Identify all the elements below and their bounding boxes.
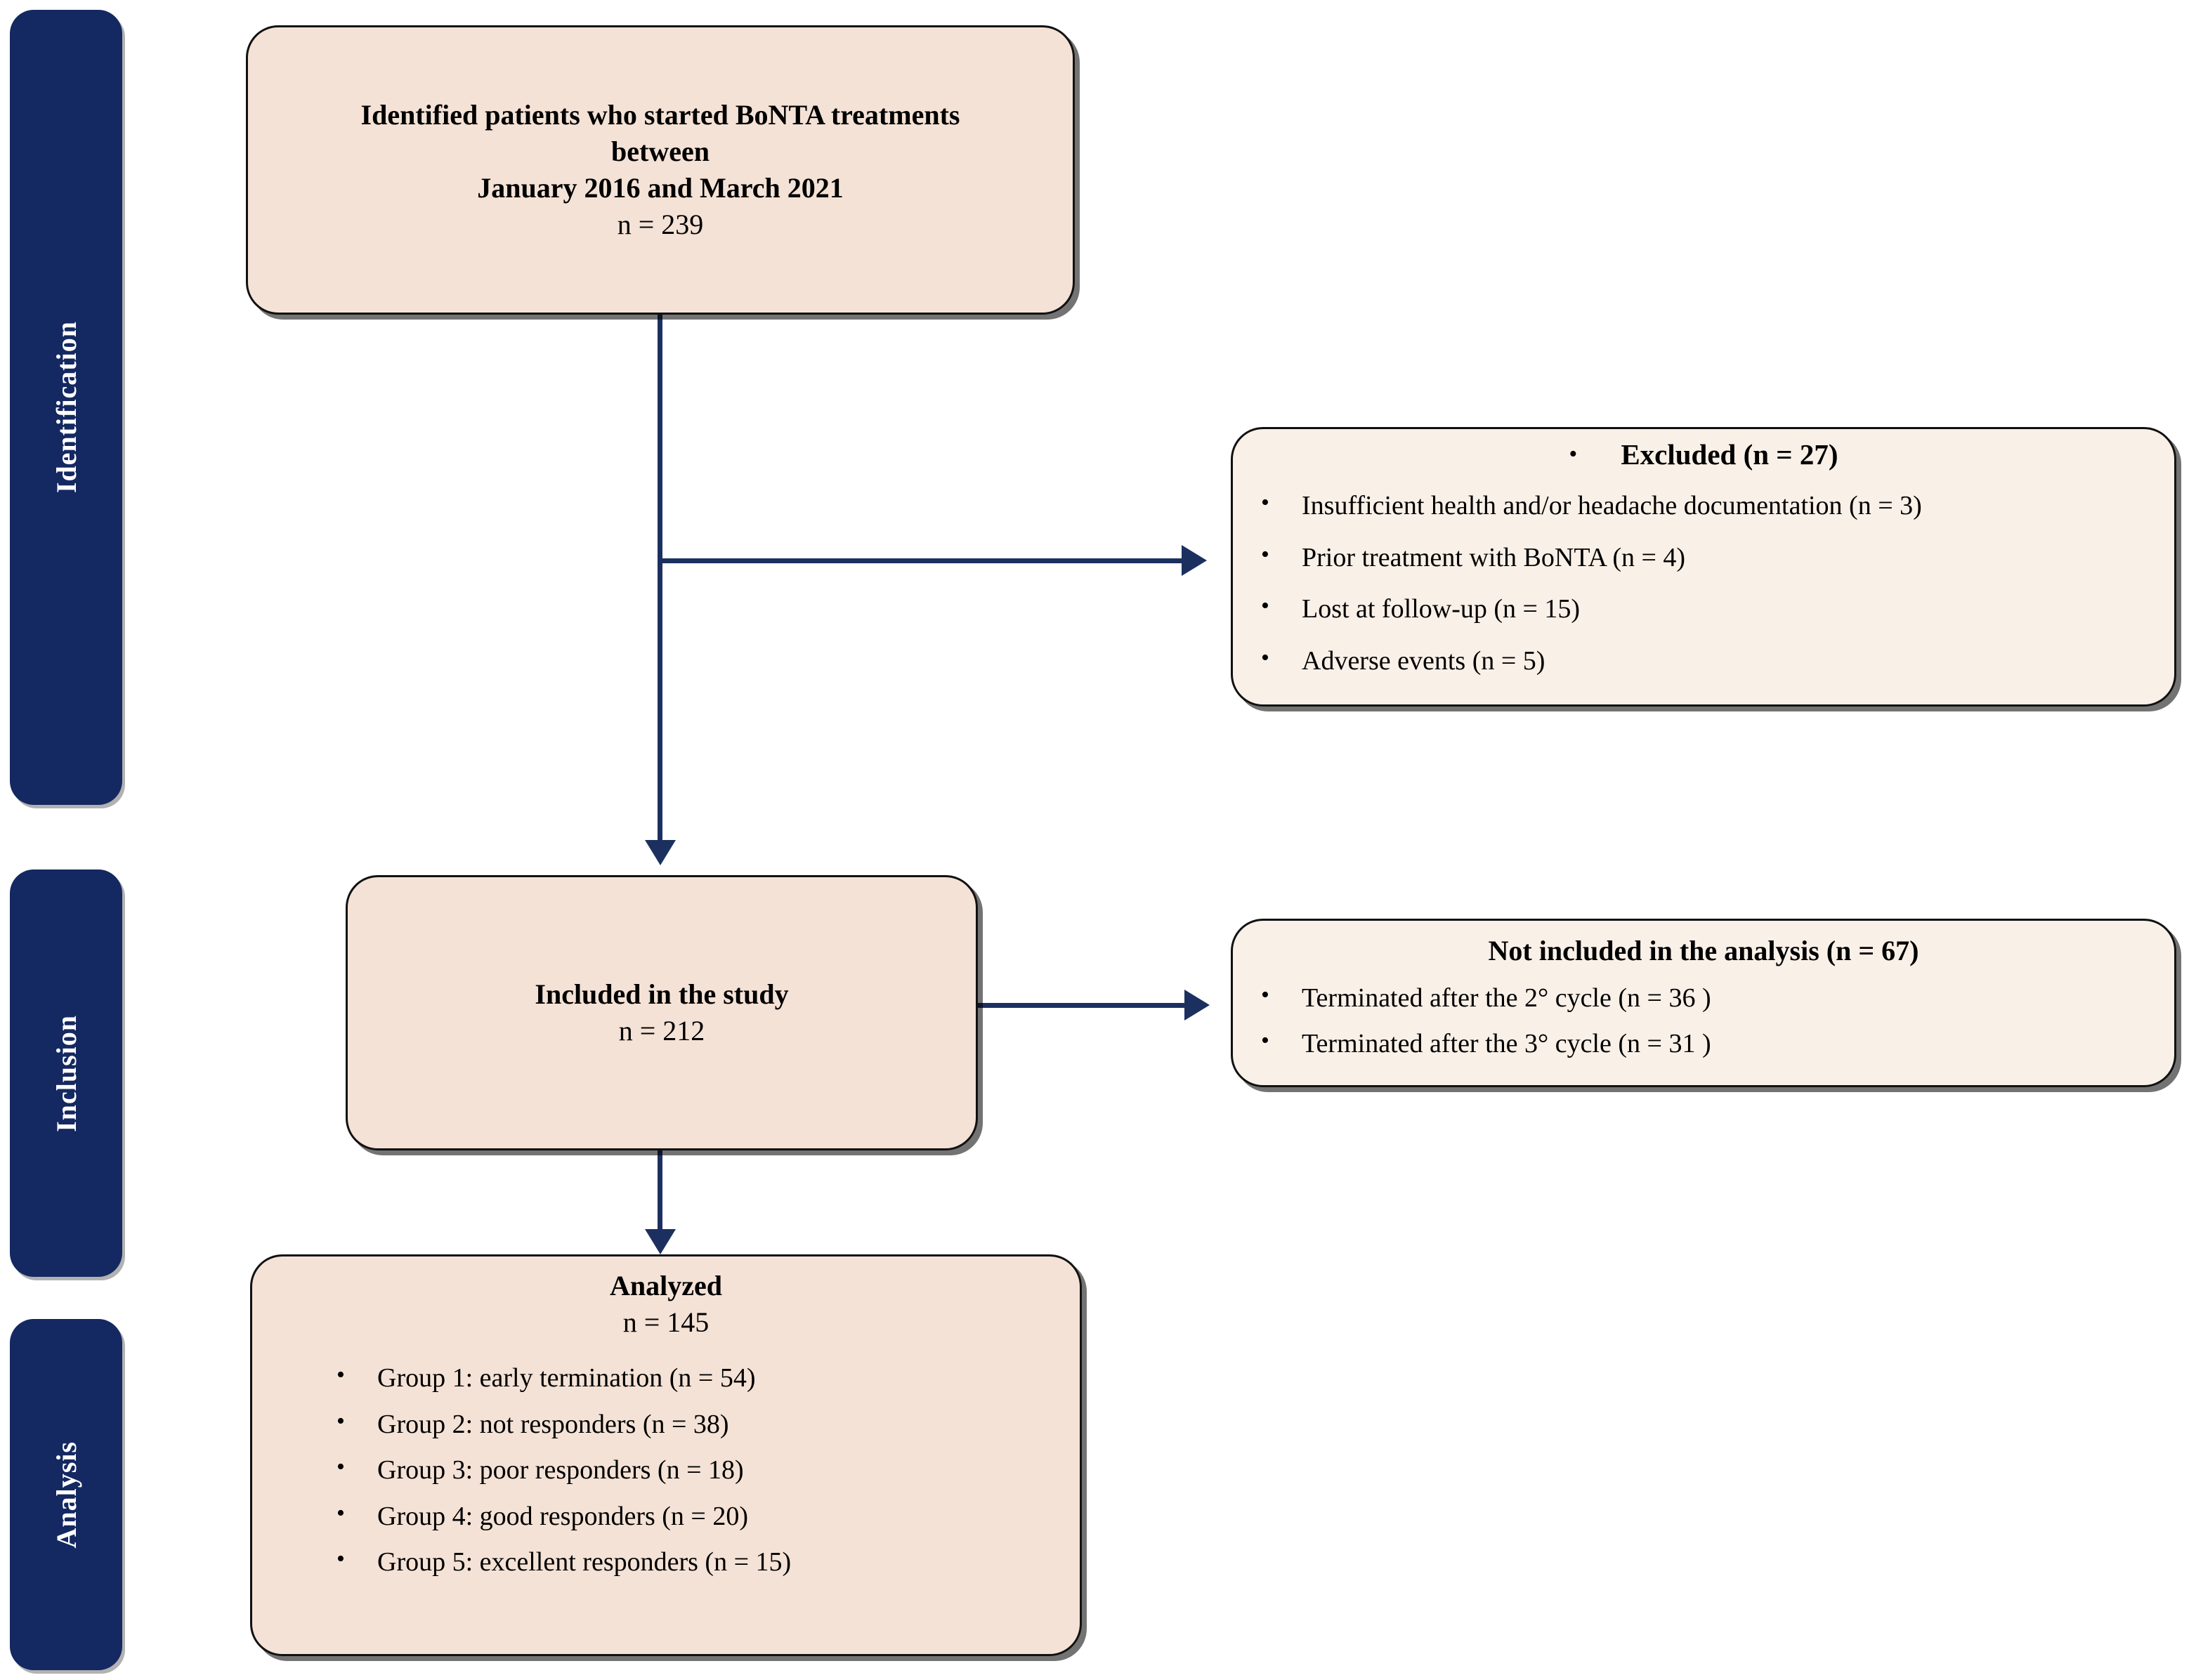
list-item: Terminated after the 3° cycle (n = 31 ) bbox=[1248, 1026, 2159, 1061]
list-item: Group 5: excellent responders (n = 15) bbox=[324, 1544, 1059, 1580]
not-included-header: Not included in the analysis (n = 67) bbox=[1488, 934, 1919, 966]
stage-label-identification: Identification bbox=[50, 321, 82, 494]
list-item: Group 2: not responders (n = 38) bbox=[324, 1407, 1059, 1442]
list-item: Prior treatment with BoNTA (n = 4) bbox=[1248, 540, 2159, 575]
stage-bar-inclusion: Inclusion bbox=[10, 869, 122, 1277]
list-item: Terminated after the 2° cycle (n = 36 ) bbox=[1248, 980, 2159, 1016]
connector-included-to-analyzed bbox=[658, 1150, 662, 1235]
box-included-in-study: Included in the study n = 212 bbox=[346, 875, 978, 1150]
analyzed-group-list: Group 1: early termination (n = 54) Grou… bbox=[273, 1349, 1059, 1592]
list-item: Group 1: early termination (n = 54) bbox=[324, 1360, 1059, 1396]
arrowhead-into-not-included bbox=[1184, 990, 1210, 1021]
connector-included-to-not-included bbox=[978, 1003, 1186, 1008]
arrowhead-into-excluded bbox=[1182, 545, 1207, 576]
box-excluded: • Excluded (n = 27) Insufficient health a… bbox=[1231, 427, 2176, 707]
excluded-reason-list: Insufficient health and/or headache docu… bbox=[1248, 471, 2159, 696]
identified-count: n = 239 bbox=[617, 209, 704, 240]
included-count: n = 212 bbox=[618, 1015, 705, 1046]
identified-line-2: between bbox=[611, 136, 710, 167]
connector-identified-to-included bbox=[658, 315, 662, 846]
list-item: Insufficient health and/or headache docu… bbox=[1248, 488, 2159, 523]
excluded-header-row: • Excluded (n = 27) bbox=[1248, 438, 2159, 471]
arrowhead-into-analyzed bbox=[645, 1229, 676, 1254]
analyzed-count: n = 145 bbox=[622, 1306, 710, 1338]
box-not-included-in-analysis: Not included in the analysis (n = 67) Te… bbox=[1231, 919, 2176, 1087]
included-title: Included in the study bbox=[535, 978, 789, 1010]
list-item: Adverse events (n = 5) bbox=[1248, 643, 2159, 678]
analyzed-title: Analyzed bbox=[610, 1270, 722, 1301]
connector-identified-to-excluded bbox=[658, 558, 1183, 563]
identified-line-3: January 2016 and March 2021 bbox=[477, 172, 844, 204]
stage-bar-identification: Identification bbox=[10, 10, 122, 805]
box-analyzed: Analyzed n = 145 Group 1: early terminat… bbox=[250, 1254, 1082, 1656]
list-item: Group 3: poor responders (n = 18) bbox=[324, 1452, 1059, 1488]
list-item: Lost at follow-up (n = 15) bbox=[1248, 591, 2159, 626]
not-included-reason-list: Terminated after the 2° cycle (n = 36 ) … bbox=[1248, 969, 2159, 1074]
arrowhead-into-included bbox=[645, 840, 676, 865]
identified-line-1: Identified patients who started BoNTA tr… bbox=[360, 99, 960, 131]
list-item: Group 4: good responders (n = 20) bbox=[324, 1499, 1059, 1534]
stage-bar-analysis: Analysis bbox=[10, 1319, 122, 1670]
excluded-header-text: Excluded (n = 27) bbox=[1621, 438, 1838, 471]
bullet-icon: • bbox=[1569, 441, 1578, 467]
stage-label-inclusion: Inclusion bbox=[50, 1014, 82, 1132]
box-identified-patients: Identified patients who started BoNTA tr… bbox=[246, 25, 1075, 315]
stage-label-analysis: Analysis bbox=[50, 1441, 82, 1549]
